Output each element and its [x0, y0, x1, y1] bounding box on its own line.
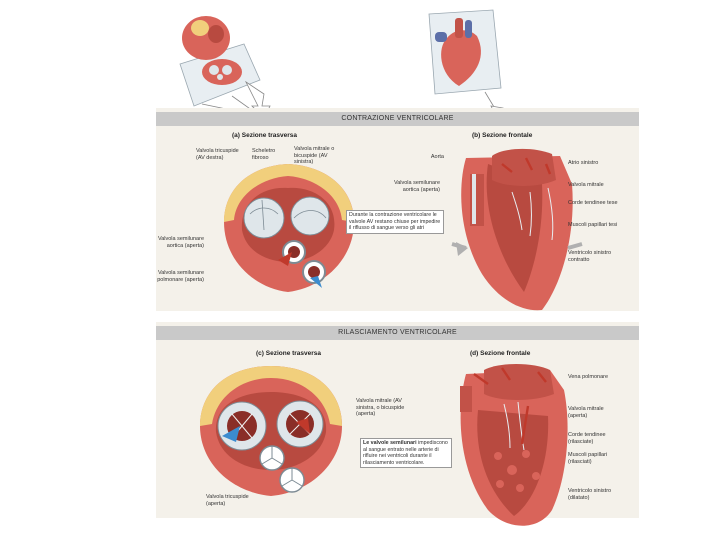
transverse-thumbnail-illustration — [179, 16, 261, 117]
frontal-section-relaxation-illustration — [460, 364, 568, 526]
panel-header-contraction: CONTRAZIONE VENTRICOLARE — [156, 112, 639, 126]
label-mitral-valve: Valvola mitrale o bicuspide (AV sinistra… — [294, 146, 335, 165]
ventricular-contraction-panel: CONTRAZIONE VENTRICOLARE (a) Sezione tra… — [156, 108, 639, 311]
label-aorta: Aorta — [430, 154, 444, 160]
contraction-callout: Durante la contrazione ventricolare le v… — [346, 210, 444, 234]
label-pulmonary-vein: Vena polmonare — [568, 374, 609, 380]
label-mitral-valve-open: Valvola mitrale (AV sinistra, o bicuspid… — [356, 398, 405, 417]
label-tricuspid-valve: Valvola tricuspide (AV destra) — [196, 148, 239, 161]
label-aortic-semilunar-valve: Valvola semilunare aortica (aperta) — [393, 180, 440, 193]
label-left-atrium: Atrio sinistro — [568, 160, 599, 166]
subtitle-d: (d) Sezione frontale — [470, 350, 531, 357]
label-mitral-valve-open-frontal: Valvola mitrale (aperta) — [568, 406, 604, 419]
frontal-thumbnail-illustration — [428, 9, 504, 119]
relaxation-callout: Le valvole semilunari impediscono al san… — [360, 438, 452, 468]
label-left-ventricle-dilated: Ventricolo sinistro (dilatato) — [568, 488, 612, 501]
label-chordae-relaxed: Corde tendinee (rilasciate) — [568, 432, 606, 445]
callout-text: impediscono al sangue entrato nelle arte… — [363, 440, 448, 466]
transverse-section-contraction-illustration — [224, 164, 354, 292]
frontal-section-contraction-illustration — [451, 148, 583, 311]
transverse-section-relaxation-illustration — [200, 366, 342, 496]
callout-bold-text: Le valvole semilunari — [363, 440, 417, 446]
ventricular-relaxation-panel: RILASCIAMENTO VENTRICOLARE (c) Sezione t… — [156, 322, 639, 526]
label-pulmonary-valve: Valvola semilunare polmonare (aperta) — [157, 270, 204, 283]
label-mitral-valve-frontal: Valvola mitrale — [568, 182, 604, 188]
subtitle-b: (b) Sezione frontale — [472, 132, 533, 139]
subtitle-a: (a) Sezione trasversa — [232, 132, 298, 139]
label-papillary-relaxed: Muscoli papillari (rilasciati) — [568, 452, 608, 465]
label-papillary-muscles: Muscoli papillari tesi — [568, 222, 618, 228]
label-aortic-valve: Valvola semilunare aortica (aperta) — [157, 236, 204, 249]
panel-header-relaxation: RILASCIAMENTO VENTRICOLARE — [156, 326, 639, 340]
label-chordae-tendineae: Corde tendinee tese — [568, 200, 618, 206]
label-tricuspid-valve-open: Valvola tricuspide (aperta) — [206, 494, 249, 507]
label-left-ventricle: Ventricolo sinistro contratto — [568, 250, 612, 263]
subtitle-c: (c) Sezione trasversa — [256, 350, 322, 357]
label-fibrous-skeleton: Scheletro fibroso — [252, 148, 276, 161]
